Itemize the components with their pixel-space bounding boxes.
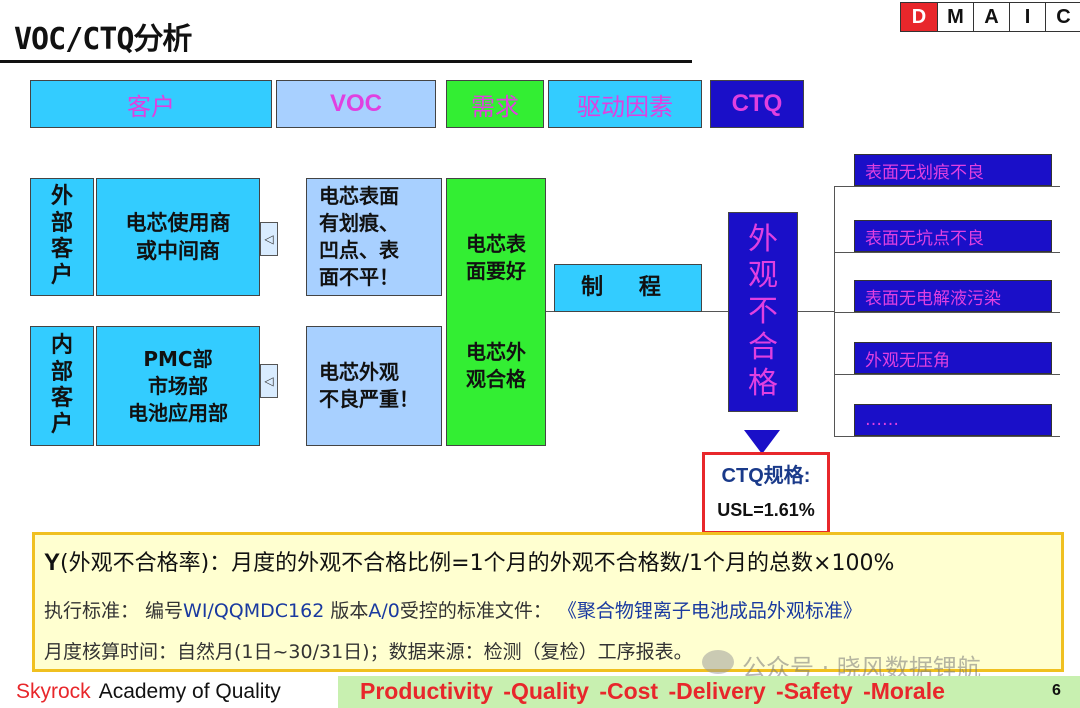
- internal-customer-label: 内部客户: [30, 326, 94, 446]
- voc-external-line1: 电芯表面: [319, 184, 399, 208]
- internal-customer-desc: PMC部 市场部 电池应用部: [96, 326, 260, 446]
- voc-external: 电芯表面 有划痕、 凹点、表 面不平！: [306, 178, 442, 296]
- spec-item: ……: [854, 404, 1052, 436]
- connector-line: [798, 311, 834, 312]
- ctq-box-text: 外观不合格: [748, 222, 778, 401]
- internal-desc-line3: 电池应用部: [128, 400, 228, 425]
- title-underline: [0, 60, 692, 63]
- connector-line: [834, 374, 1060, 375]
- footer-motto-bar: [338, 676, 1080, 708]
- speaker-icon: ◁: [260, 364, 278, 398]
- dmaic-a: A: [973, 3, 1009, 31]
- voc-internal-line2: 不良严重！: [319, 387, 419, 411]
- header-voc: VOC: [276, 80, 436, 128]
- dmaic-m: M: [937, 3, 973, 31]
- need-2-line2: 观合格: [466, 367, 526, 391]
- internal-desc-line2: 市场部: [148, 373, 208, 398]
- std-prefix: 执行标准： 编号: [44, 600, 184, 622]
- voc-external-line2: 有划痕、: [319, 211, 399, 235]
- header-driver: 驱动因素: [548, 80, 702, 128]
- definition-panel: [32, 532, 1064, 672]
- voc-internal-line1: 电芯外观: [319, 360, 399, 384]
- connector-line: [702, 311, 728, 312]
- std-mid2: 受控的标准文件：: [399, 600, 558, 622]
- connector-line: [834, 186, 835, 436]
- external-customer-desc: 电芯使用商 或中间商: [96, 178, 260, 296]
- spec-item: 表面无划痕不良: [854, 154, 1052, 186]
- ctq-spec-title: CTQ规格:: [721, 465, 811, 488]
- need-box: 电芯表 面要好 电芯外 观合格: [446, 178, 546, 446]
- page-number: 6: [1052, 682, 1061, 699]
- voc-internal: 电芯外观 不良严重！: [306, 326, 442, 446]
- std-mid: 版本: [324, 600, 369, 622]
- y-definition-text: (外观不合格率)：月度的外观不合格比例=1个月的外观不合格数/1个月的总数×10…: [60, 551, 895, 576]
- y-definition: Y(外观不合格率)：月度的外观不合格比例=1个月的外观不合格数/1个月的总数×1…: [44, 545, 894, 577]
- std-version: A/0: [368, 600, 400, 622]
- external-customer-label: 外部客户: [30, 178, 94, 296]
- ctq-spec-usl: USL=1.61%: [717, 500, 815, 521]
- header-ctq: CTQ: [710, 80, 804, 128]
- driver-process: 制 程: [554, 264, 702, 312]
- voc-external-line4: 面不平！: [319, 265, 399, 289]
- need-2-line1: 电芯外: [466, 340, 526, 364]
- dmaic-phase-bar: D M A I C: [900, 2, 1080, 32]
- connector-line: [834, 436, 1060, 437]
- internal-desc-line1: PMC部: [143, 346, 213, 371]
- std-code: WI/QQMDC162: [183, 600, 325, 622]
- brand-black: Academy of Quality: [98, 680, 281, 703]
- ctq-spec-box: CTQ规格: USL=1.61%: [702, 452, 830, 534]
- spec-item: 表面无电解液污染: [854, 280, 1052, 312]
- header-customer: 客户: [30, 80, 272, 128]
- internal-customer-label-text: 内部客户: [50, 333, 73, 438]
- ctq-box: 外观不合格: [728, 212, 798, 412]
- external-desc-line2: 或中间商: [136, 239, 220, 263]
- need-1-line1: 电芯表: [466, 232, 526, 256]
- footer-brand: Skyrock Academy of Quality: [16, 680, 281, 704]
- external-customer-label-text: 外部客户: [50, 184, 73, 289]
- dmaic-c: C: [1045, 3, 1080, 31]
- connector-line: [834, 186, 1060, 187]
- external-desc-line1: 电芯使用商: [125, 210, 231, 235]
- spec-item: 外观无压角: [854, 342, 1052, 374]
- footer-motto: Productivity -Quality -Cost -Delivery -S…: [360, 678, 945, 704]
- page-title: VOC/CTQ分析: [14, 22, 192, 57]
- voc-external-line3: 凹点、表: [319, 238, 399, 262]
- down-arrow-icon: [744, 430, 780, 454]
- y-letter: Y: [44, 549, 61, 576]
- connector-line: [834, 312, 1060, 313]
- connector-line: [546, 311, 554, 312]
- std-name: 《聚合物锂离子电池成品外观标准》: [557, 600, 862, 622]
- need-1-line2: 面要好: [466, 259, 526, 283]
- brand-red: Skyrock: [16, 680, 91, 703]
- speaker-icon: ◁: [260, 222, 278, 256]
- dmaic-i: I: [1009, 3, 1045, 31]
- spec-item: 表面无坑点不良: [854, 220, 1052, 252]
- dmaic-d: D: [901, 3, 937, 31]
- standard-line: 执行标准： 编号WI/QQMDC162 版本A/0受控的标准文件： 《聚合物锂离…: [44, 596, 862, 623]
- connector-line: [834, 252, 1060, 253]
- calc-line: 月度核算时间：自然月(1日~30/31日)；数据来源：检测（复检）工序报表。: [44, 641, 693, 663]
- header-need: 需求: [446, 80, 544, 128]
- wechat-icon: [702, 650, 734, 674]
